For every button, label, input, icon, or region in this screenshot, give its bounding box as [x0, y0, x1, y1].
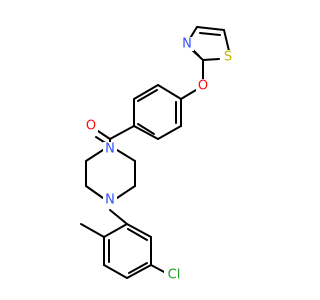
nitrogen-piperazine-bottom-label: N [105, 193, 115, 208]
bond-br1 [103, 223, 128, 238]
bond-methyl [80, 223, 105, 238]
bond-pz1 [116, 149, 136, 162]
bond-chloro [150, 264, 167, 274]
bond-carbonyl-o [97, 130, 111, 140]
bond-c5-c4-double [199, 32, 221, 36]
bond-ar-double-c [137, 89, 158, 102]
bond-ar3 [133, 125, 159, 140]
bond-n-aryl [109, 209, 128, 225]
bond-br4 [126, 264, 152, 279]
phenyl-ring-top [133, 84, 182, 140]
oxygen-ether-bg [196, 79, 210, 93]
sulfur-thiazole-bg [221, 50, 235, 64]
bond-ar2 [157, 125, 182, 140]
bond-ar5 [133, 84, 159, 100]
nitrogen-thiazole-bg [180, 37, 194, 51]
bond-pz3 [116, 185, 136, 199]
bond-pz6 [85, 149, 104, 162]
bond-br-double-c [127, 228, 148, 241]
bond-s-c5 [223, 29, 230, 52]
piperazine-ring [85, 149, 136, 199]
oxygen-carbonyl-label: O [86, 119, 96, 134]
chlorine-label: Cl [168, 268, 181, 283]
thiazole-ring [188, 26, 230, 61]
bond-ar6 [157, 84, 182, 100]
nitrogen-thiazole-label: N [182, 37, 192, 52]
bond-c5-c4 [196, 26, 225, 31]
nitrogen-piperazine-top-bg [103, 142, 117, 156]
bond-br3 [103, 264, 128, 279]
molecule-structure: O O N S N N Cl [80, 26, 235, 283]
phenyl-ring-bottom [103, 223, 152, 279]
nitrogen-piperazine-bottom-bg [103, 193, 117, 207]
bond-ether-o-aryl [180, 89, 197, 100]
bond-ar-double-b [137, 123, 155, 135]
sulfur-thiazole-label: S [224, 50, 232, 65]
bond-pz4 [85, 185, 104, 199]
bond-br6 [126, 223, 152, 238]
bond-c2-s [202, 58, 220, 61]
oxygen-carbonyl-bg [84, 119, 98, 133]
molecule-canvas: O O N S N N Cl [80, 26, 235, 283]
oxygen-ether-label: O [198, 79, 208, 94]
bond-br-double-b [128, 262, 148, 274]
bond-aryl-carbonyl [109, 125, 135, 140]
chlorine-bg [164, 268, 184, 282]
nitrogen-piperazine-top-label: N [105, 142, 115, 157]
